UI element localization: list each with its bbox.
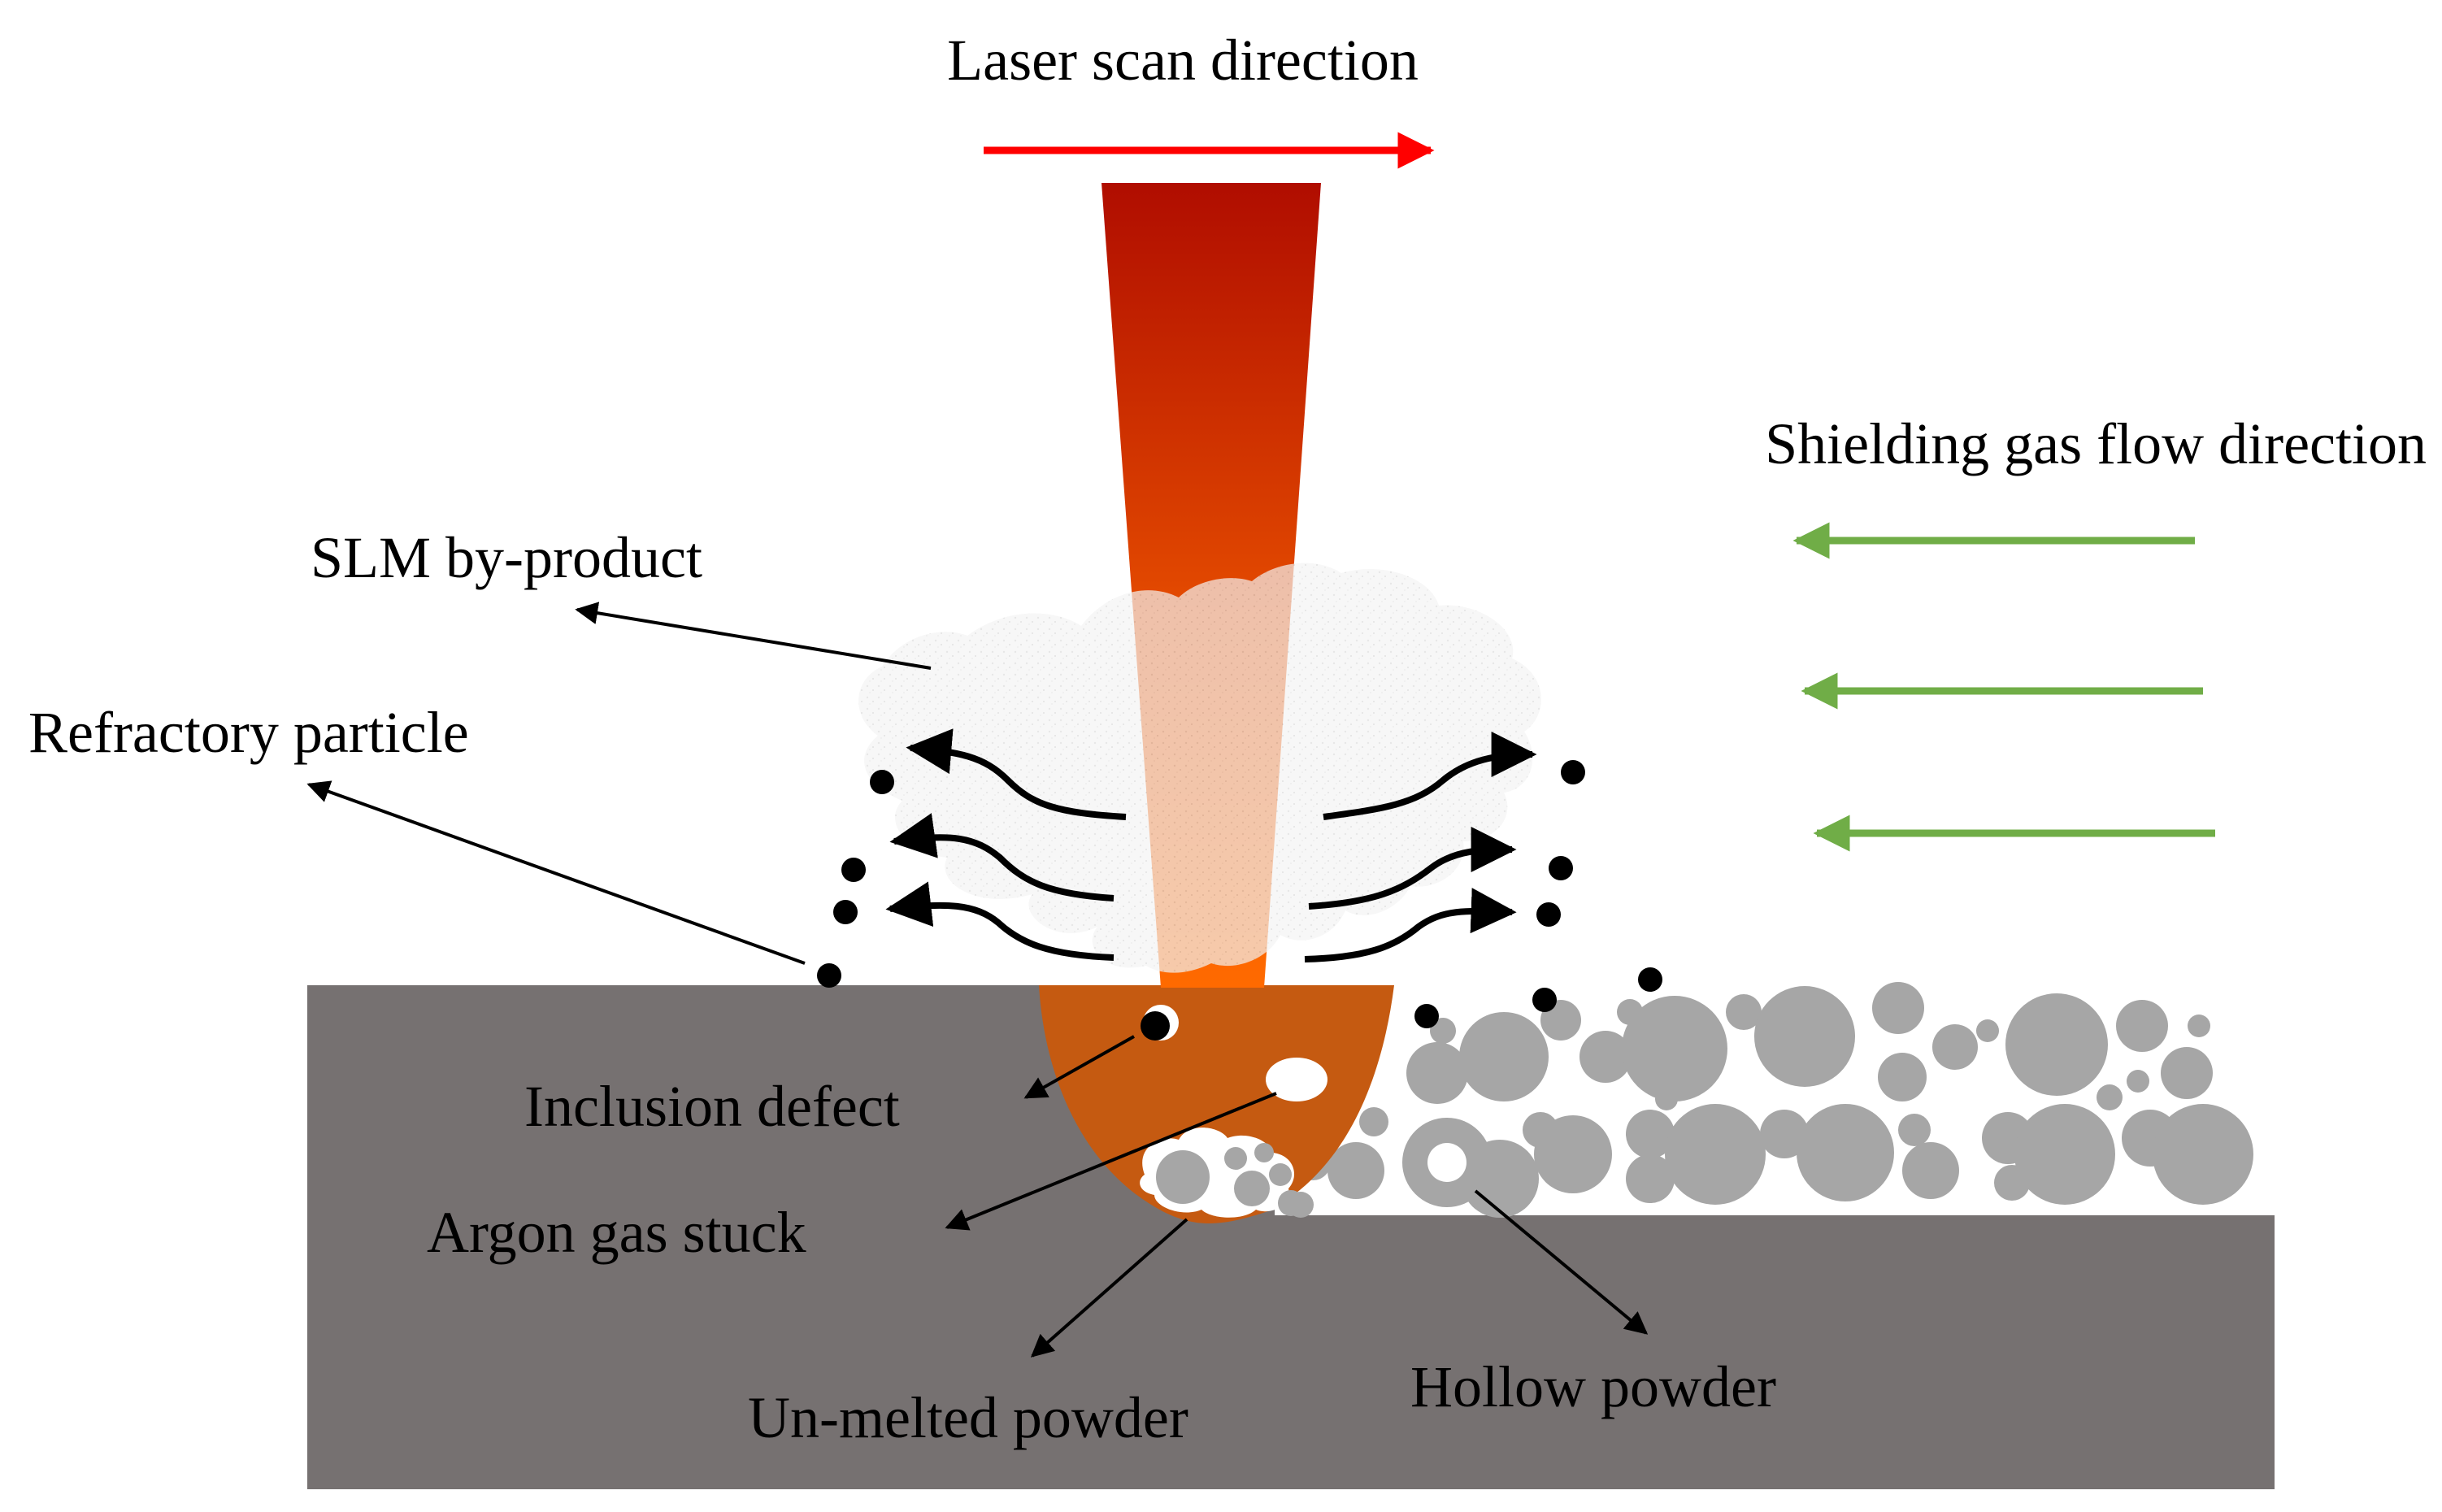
- powder-particle: [2097, 1084, 2123, 1110]
- refractory-particle: [841, 858, 866, 882]
- powder-particle: [1760, 1110, 1809, 1158]
- shielding-gas-label: Shielding gas flow direction: [1765, 411, 2427, 476]
- melt-pool: [1039, 985, 1394, 1223]
- inclusion-defect-leader: [1023, 1035, 1135, 1099]
- powder-particle: [1898, 1114, 1931, 1146]
- refractory-particle: [833, 900, 858, 924]
- unmelted-powder-leader: [1030, 1218, 1188, 1358]
- powder-particle: [1797, 1104, 1894, 1201]
- powder-particle: [1902, 1142, 1959, 1199]
- powder-particle: [1406, 1042, 1468, 1104]
- refractory-particle: [1414, 1004, 1439, 1028]
- refractory-particle: [1561, 760, 1585, 784]
- powder-particle: [2116, 1000, 2168, 1052]
- powder-particle: [1976, 1019, 1999, 1042]
- powder-particle: [1430, 1018, 1456, 1044]
- refractory-particle-label: Refractory particle: [28, 700, 469, 765]
- powder-particle: [1579, 1031, 1632, 1083]
- unmelted-powder-label: Un-melted powder: [748, 1385, 1188, 1450]
- shielding-gas-arrows: [1792, 522, 2215, 852]
- refractory-particles: [817, 760, 1662, 1028]
- substrate-step-fill: [307, 1215, 2275, 1489]
- powder-particle: [1655, 1088, 1678, 1110]
- laser-scan-label: Laser scan direction: [947, 28, 1419, 93]
- refractory-particle: [870, 770, 894, 794]
- powder-particle: [1878, 1053, 1927, 1101]
- powder-particle: [1932, 1024, 1978, 1070]
- powder-particle: [1617, 999, 1643, 1025]
- argon-gas-pore: [1266, 1058, 1327, 1101]
- slm-byproduct-leader: [575, 602, 932, 670]
- powder-particle: [1726, 994, 1762, 1030]
- powder-particle: [1626, 1110, 1675, 1158]
- powder-particle: [2161, 1047, 2213, 1099]
- powder-particle: [2188, 1015, 2210, 1037]
- unmelted-powder-cluster: [1140, 1127, 1304, 1218]
- refractory-particle: [817, 963, 841, 988]
- vapor-flow-arrows-left: [885, 728, 1127, 961]
- powder-particle: [2005, 993, 2108, 1096]
- refractory-particle-leader: [306, 780, 806, 965]
- hollow-powder-particle: [1402, 1118, 1492, 1207]
- powder-particle: [2014, 1104, 2115, 1205]
- powder-bed: [1288, 982, 2253, 1218]
- powder-particle: [2127, 1070, 2149, 1093]
- refractory-particle: [1532, 988, 1557, 1012]
- powder-particle: [1359, 1107, 1388, 1136]
- powder-particle: [1626, 1154, 1675, 1203]
- leader-arrows: [306, 602, 1649, 1358]
- inclusion-defect: [1141, 1005, 1179, 1041]
- powder-particle: [1622, 996, 1727, 1101]
- vapor-flow-arrows-right: [1304, 732, 1537, 962]
- argon-gas-leader: [945, 1092, 1277, 1231]
- powder-particle: [1872, 982, 1924, 1034]
- slm-byproduct-label: SLM by-product: [311, 525, 702, 590]
- inclusion-defect-label: Inclusion defect: [524, 1074, 900, 1139]
- hollow-powder-label: Hollow powder: [1410, 1354, 1776, 1419]
- slm-byproduct-plume: [858, 563, 1541, 973]
- refractory-particle: [1549, 856, 1573, 880]
- refractory-particle: [1536, 902, 1561, 927]
- powder-particle: [2153, 1104, 2253, 1205]
- powder-particle: [1459, 1012, 1549, 1101]
- hollow-powder-leader: [1474, 1189, 1649, 1335]
- refractory-particle: [1638, 967, 1662, 992]
- powder-particle: [1534, 1115, 1612, 1193]
- powder-particle: [1327, 1142, 1384, 1199]
- argon-gas-label: Argon gas stuck: [427, 1200, 806, 1265]
- powder-particle: [1754, 986, 1855, 1087]
- powder-particle: [1665, 1104, 1766, 1205]
